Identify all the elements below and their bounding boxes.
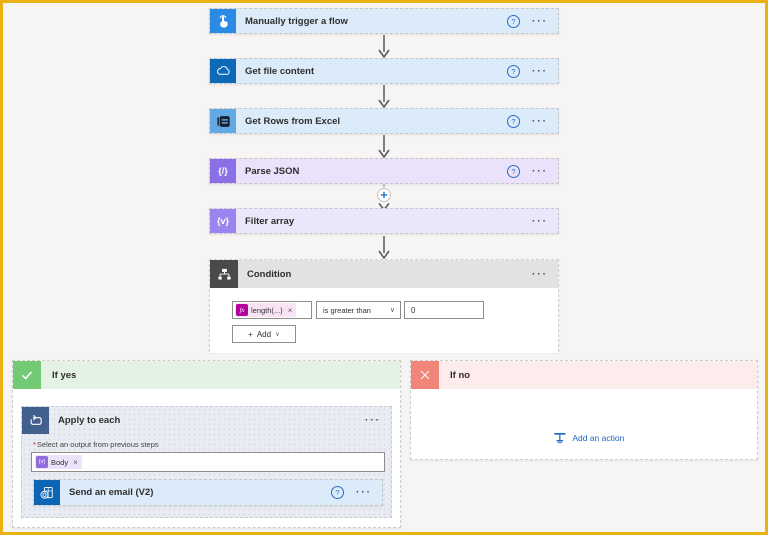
flow-arrow-icon — [378, 236, 390, 259]
body-token-label: Body — [51, 457, 69, 467]
if-no-label: If no — [450, 369, 471, 381]
step-title: Manually trigger a flow — [245, 15, 348, 27]
braces-v-glyph: {v} — [216, 216, 229, 226]
more-menu-button[interactable]: ··· — [356, 487, 372, 498]
check-icon — [13, 361, 41, 389]
plus-icon: + — [248, 329, 253, 339]
step-title: Filter array — [245, 215, 295, 227]
more-menu-button[interactable]: ··· — [532, 65, 548, 77]
more-menu-button[interactable]: ··· — [365, 415, 381, 426]
dynamic-content-badge-icon: {v} — [36, 456, 48, 468]
help-icon[interactable]: ? — [507, 14, 520, 28]
condition-operator-value: is greater than — [323, 305, 371, 315]
loop-icon — [22, 407, 49, 434]
condition-branch-icon — [210, 260, 238, 288]
step-card-manual-trigger[interactable]: Manually trigger a flow ? ··· — [209, 8, 559, 34]
if-no-branch: If no Add an action — [410, 360, 758, 460]
help-icon[interactable]: ? — [507, 164, 520, 178]
step-title: Parse JSON — [245, 165, 300, 177]
add-action-icon — [554, 432, 566, 444]
step-card-get-file-content[interactable]: Get file content ? ··· — [209, 58, 559, 84]
step-title: Get Rows from Excel — [245, 115, 341, 127]
remove-token-icon[interactable]: × — [287, 305, 293, 315]
manual-trigger-hand-icon — [210, 9, 236, 33]
flow-arrow-icon — [378, 35, 390, 58]
condition-value-field — [404, 301, 484, 319]
if-no-header[interactable]: If no — [411, 361, 757, 389]
more-menu-button[interactable]: ··· — [532, 268, 548, 280]
step-card-get-rows-excel[interactable]: Get Rows from Excel ? ··· — [209, 108, 559, 134]
help-icon[interactable]: ? — [331, 486, 344, 499]
apply-to-each-scope: Apply to each ··· *Select an output from… — [21, 406, 392, 518]
condition-header[interactable]: Condition ··· — [210, 260, 558, 288]
condition-card: Condition ··· fx length(...) × is greate… — [209, 259, 559, 353]
if-yes-header[interactable]: If yes — [13, 361, 400, 389]
chevron-down-icon: ∨ — [275, 331, 280, 338]
insert-step-button[interactable] — [376, 184, 392, 216]
if-yes-branch: If yes Apply to each ··· *Select an outp… — [12, 360, 401, 528]
step-card-filter-array[interactable]: {v} Filter array ··· — [209, 208, 559, 234]
flow-arrow-icon — [378, 85, 390, 108]
braces-v-icon: {v} — [210, 209, 236, 233]
fx-badge-icon: fx — [236, 304, 248, 316]
x-icon — [411, 361, 439, 389]
flow-designer-canvas: Manually trigger a flow ? ··· Get file c… — [3, 3, 765, 532]
condition-value-input[interactable] — [405, 302, 483, 318]
condition-operator-select[interactable]: is greater than ∨ — [316, 301, 401, 319]
help-icon[interactable]: ? — [507, 114, 520, 128]
condition-operand-input[interactable]: fx length(...) × — [232, 301, 312, 319]
add-an-action-button[interactable]: Add an action — [552, 431, 624, 444]
required-asterisk: * — [33, 440, 36, 449]
add-an-action-label: Add an action — [572, 432, 625, 443]
more-menu-button[interactable]: ··· — [532, 165, 548, 177]
braces-slash-glyph: {/} — [218, 166, 228, 176]
more-menu-button[interactable]: ··· — [532, 15, 548, 27]
remove-token-icon[interactable]: × — [73, 457, 78, 467]
if-yes-label: If yes — [52, 369, 77, 381]
more-menu-button[interactable]: ··· — [532, 215, 548, 227]
onedrive-cloud-icon — [210, 59, 236, 83]
step-card-send-email[interactable]: Send an email (V2) ? ··· — [33, 479, 383, 506]
condition-title: Condition — [247, 268, 292, 280]
more-menu-button[interactable]: ··· — [532, 115, 548, 127]
excel-book-icon — [210, 109, 236, 133]
add-button-label: Add — [256, 329, 272, 339]
body-token[interactable]: {v} Body × — [35, 455, 82, 469]
output-select-label: *Select an output from previous steps — [33, 440, 159, 449]
step-card-parse-json[interactable]: {/} Parse JSON ? ··· — [209, 158, 559, 184]
flow-arrow-icon — [378, 135, 390, 158]
apply-to-each-header[interactable]: Apply to each ··· — [22, 407, 391, 434]
apply-to-each-title: Apply to each — [58, 415, 121, 426]
outlook-icon — [34, 480, 60, 505]
condition-add-button[interactable]: + Add ∨ — [232, 325, 296, 343]
step-title: Send an email (V2) — [69, 487, 154, 498]
expression-token-label: length(...) — [251, 305, 283, 315]
help-icon[interactable]: ? — [507, 64, 520, 78]
output-select-input[interactable]: {v} Body × — [31, 452, 385, 472]
chevron-down-icon: ∨ — [389, 307, 395, 314]
condition-body: fx length(...) × is greater than ∨ + Add… — [210, 288, 558, 353]
expression-token[interactable]: fx length(...) × — [235, 303, 297, 317]
step-title: Get file content — [245, 65, 315, 77]
braces-slash-icon: {/} — [210, 159, 236, 183]
